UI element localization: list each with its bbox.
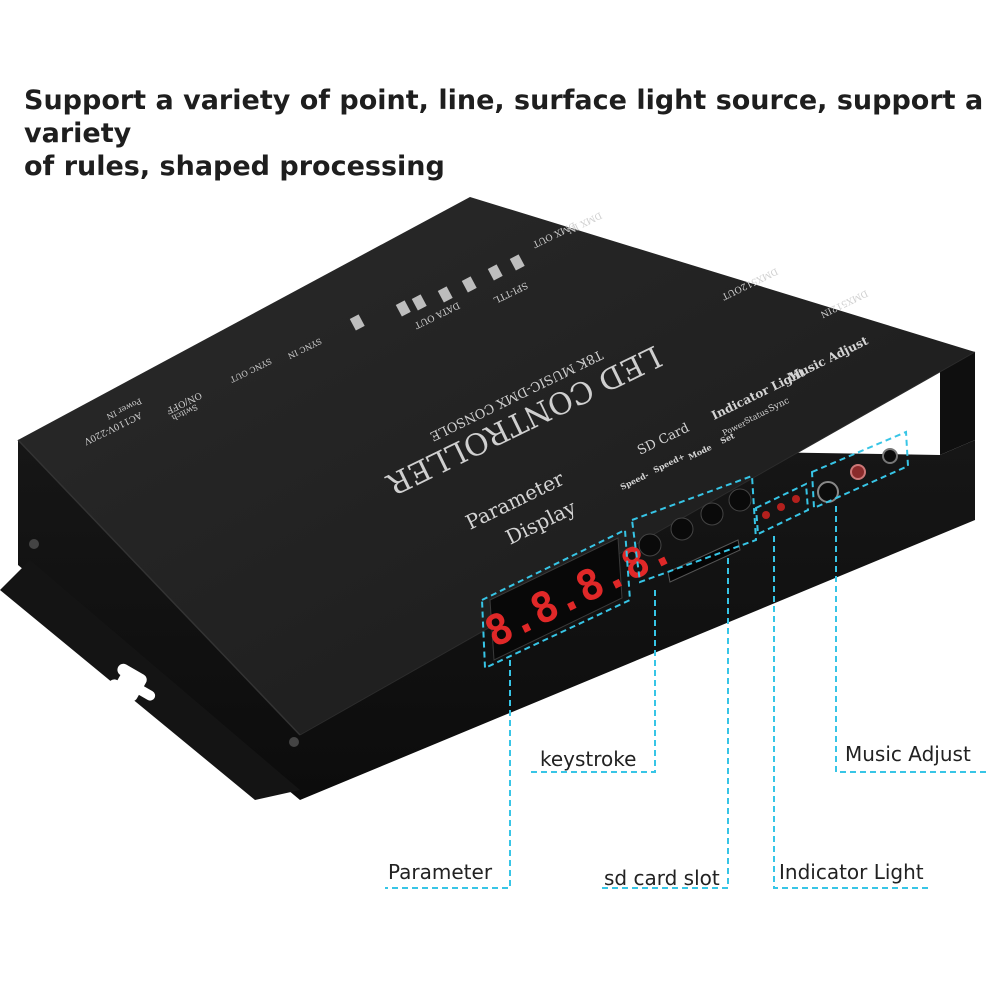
leader-sd-card bbox=[600, 558, 729, 889]
mic-knob[interactable] bbox=[817, 481, 839, 503]
leader-parameter bbox=[385, 660, 511, 889]
headline: Support a variety of point, line, surfac… bbox=[24, 84, 984, 183]
keystroke-buttons bbox=[638, 488, 752, 557]
highlight-keystroke bbox=[630, 474, 758, 584]
volume-knob[interactable] bbox=[882, 448, 898, 464]
device-side-panel bbox=[940, 345, 975, 455]
headline-line-1: Support a variety of point, line, surfac… bbox=[24, 85, 984, 149]
highlight-parameter bbox=[480, 528, 632, 670]
button-speed-minus[interactable] bbox=[638, 533, 662, 557]
button-speed-plus[interactable] bbox=[670, 517, 694, 541]
device-top-panel bbox=[18, 197, 975, 735]
mounting-flange bbox=[0, 560, 300, 800]
headline-line-2: of rules, shaped processing bbox=[24, 151, 445, 182]
leader-indicator bbox=[773, 536, 930, 889]
leader-music bbox=[835, 506, 990, 773]
button-mode[interactable] bbox=[700, 502, 724, 526]
callout-indicator-light: Indicator Light bbox=[779, 860, 924, 884]
callout-sd-card-slot: sd card slot bbox=[604, 866, 720, 890]
parameter-display bbox=[489, 537, 623, 661]
callout-parameter: Parameter bbox=[388, 860, 493, 884]
button-set[interactable] bbox=[728, 488, 752, 512]
led-power bbox=[762, 511, 770, 519]
screw bbox=[29, 539, 39, 549]
callout-keystroke: keystroke bbox=[540, 747, 637, 771]
sd-card-slot[interactable] bbox=[667, 539, 741, 583]
audio-jack[interactable] bbox=[850, 464, 866, 480]
led-status bbox=[777, 503, 785, 511]
mounting-slot bbox=[108, 663, 156, 702]
led-sync bbox=[792, 495, 800, 503]
leader-keystroke bbox=[528, 590, 656, 773]
callout-music-adjust: Music Adjust bbox=[845, 742, 971, 766]
screw bbox=[289, 737, 299, 747]
highlight-indicator bbox=[754, 482, 810, 536]
highlight-music bbox=[810, 430, 910, 510]
